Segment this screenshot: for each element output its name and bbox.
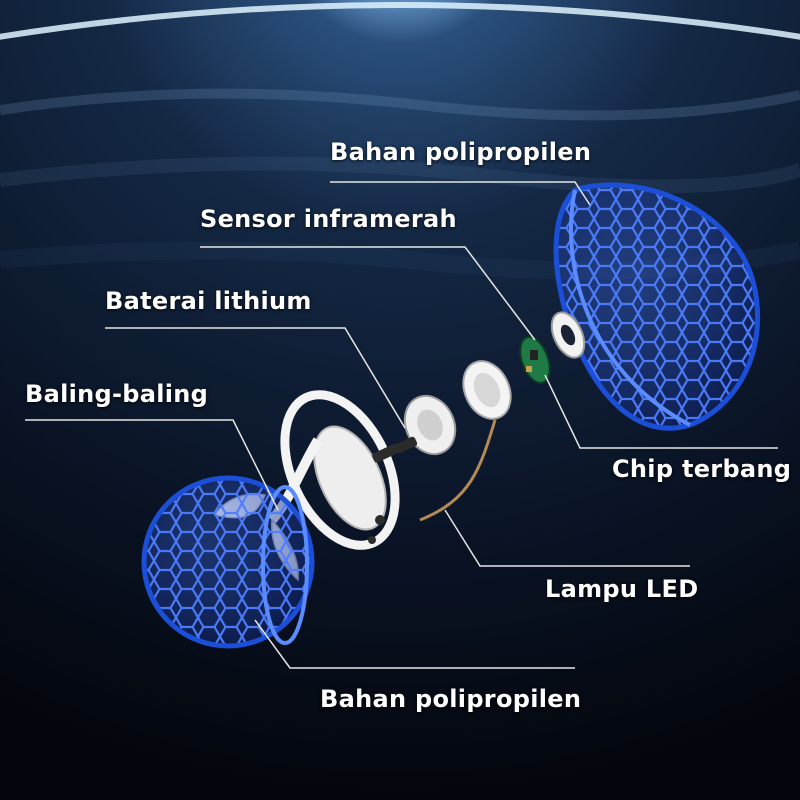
label-flight-chip: Chip terbang xyxy=(612,455,792,483)
led-holder-icon xyxy=(462,360,512,420)
earth-horizon xyxy=(0,2,800,40)
leader-led-lamp xyxy=(444,509,690,567)
leader-lines xyxy=(25,181,778,669)
label-led-lamp: Lampu LED xyxy=(545,575,699,603)
leader-infrared-sensor xyxy=(200,246,536,341)
battery-housing-icon xyxy=(394,394,457,456)
label-infrared-sensor: Sensor inframerah xyxy=(200,205,457,233)
cloud-band-2 xyxy=(0,156,800,194)
leader-flight-chip xyxy=(544,374,778,449)
leader-propeller xyxy=(25,419,279,511)
bottom-hemisphere-icon xyxy=(141,475,315,649)
sensor-ring-icon xyxy=(550,311,586,359)
cloud-band-1 xyxy=(0,88,800,121)
leader-lithium-battery xyxy=(105,327,406,429)
leader-top-material xyxy=(330,181,591,206)
label-top-material: Bahan polipropilen xyxy=(330,138,592,166)
led-wire xyxy=(419,419,497,522)
top-hemisphere-icon xyxy=(553,182,761,431)
chip-icon xyxy=(519,336,551,384)
label-bottom-material: Bahan polipropilen xyxy=(320,685,582,713)
leader-bottom-material xyxy=(254,619,575,669)
label-lithium-battery: Baterai lithium xyxy=(105,287,312,315)
label-propeller: Baling-baling xyxy=(25,380,209,408)
